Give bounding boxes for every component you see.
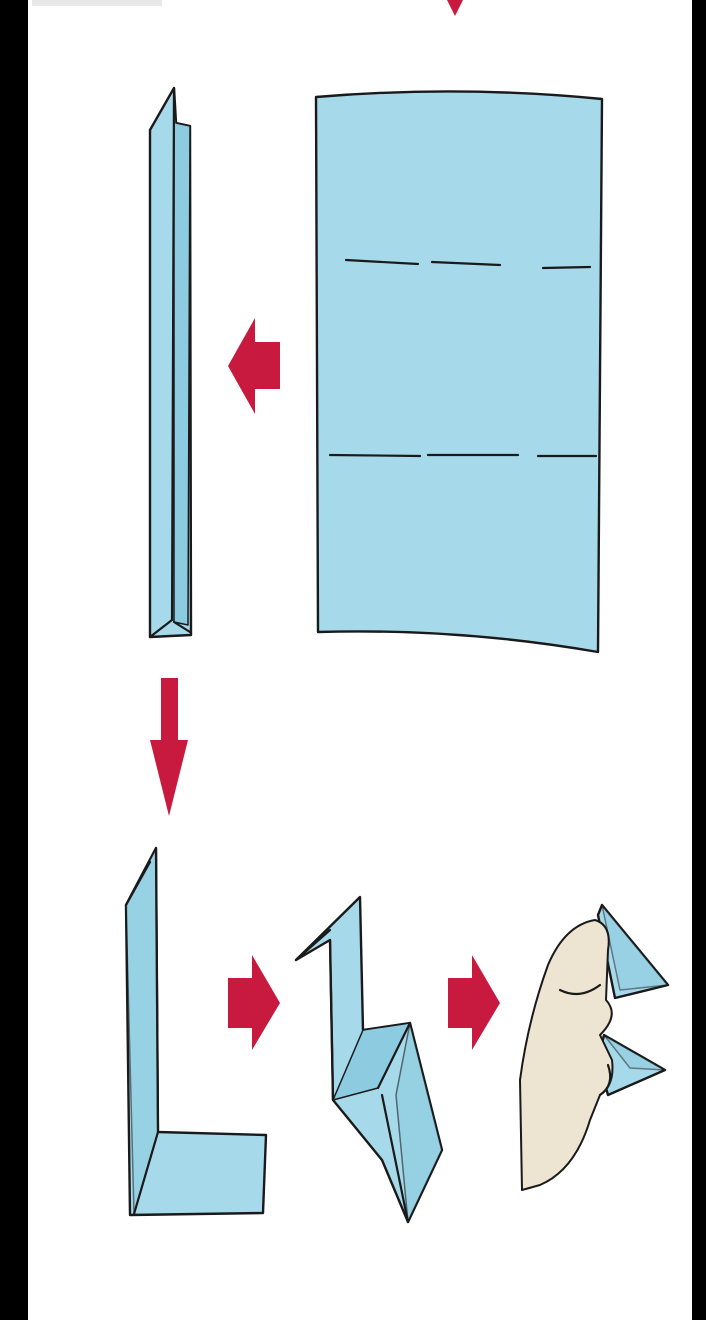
flat-sheet — [316, 91, 602, 652]
top-smudge — [32, 0, 162, 6]
folded-strip — [150, 88, 191, 637]
